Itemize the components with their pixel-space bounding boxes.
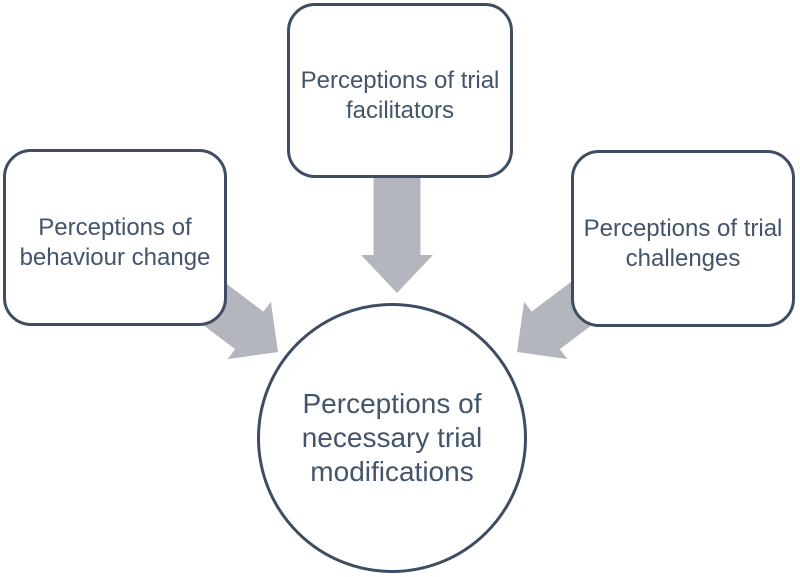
node-behaviour-change-label: Perceptions of behaviour change <box>19 214 211 271</box>
arrow-down-icon <box>361 172 433 293</box>
node-trial-challenges: Perceptions of trial challenges <box>571 150 795 327</box>
node-necessary-trial-modifications: Perceptions of necessary trial modificat… <box>257 303 527 573</box>
node-behaviour-change: Perceptions of behaviour change <box>3 149 227 326</box>
node-trial-challenges-label: Perceptions of trial challenges <box>583 215 783 272</box>
node-trial-facilitators: Perceptions of trial facilitators <box>287 3 513 178</box>
node-necessary-trial-modifications-label: Perceptions of necessary trial modificat… <box>301 387 483 488</box>
node-trial-facilitators-label: Perceptions of trial facilitators <box>300 67 500 124</box>
